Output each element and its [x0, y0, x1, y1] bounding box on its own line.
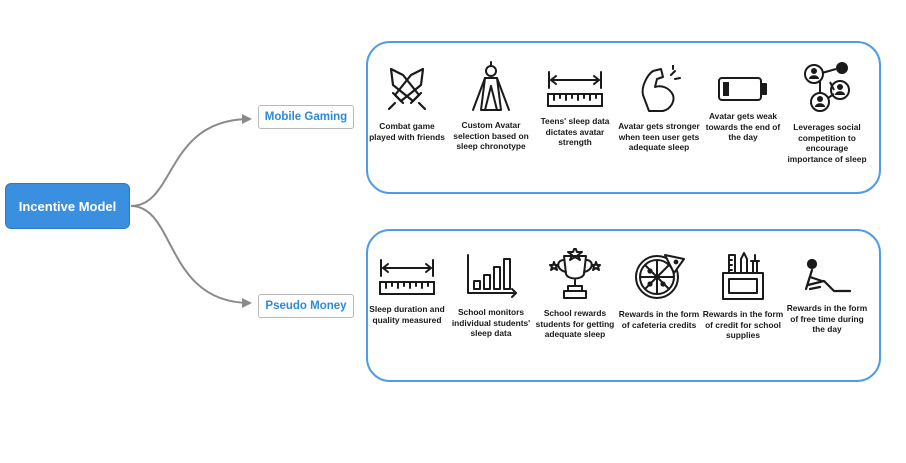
- item-caption: Sleep duration and quality measured: [369, 304, 445, 325]
- item-sleep-data: Teens' sleep data dictates avatar streng…: [534, 70, 616, 148]
- item-caption: Avatar gets stronger when teen user gets…: [618, 121, 700, 153]
- trophy-icon: [549, 248, 601, 299]
- item-caption: Teens' sleep data dictates avatar streng…: [540, 116, 610, 148]
- item-custom-avatar: Custom Avatar selection based on sleep c…: [450, 60, 532, 152]
- item-avatar-stronger: Avatar gets stronger when teen user gets…: [618, 65, 700, 153]
- item-caption: Custom Avatar selection based on sleep c…: [453, 120, 529, 152]
- panel-mobile-gaming: Combat game played with friends Custom A…: [366, 41, 881, 194]
- item-caption: Rewards in the form of cafeteria credits: [618, 309, 700, 330]
- reclining-person-icon: [804, 259, 852, 293]
- item-caption: Avatar gets weak towards the end of the …: [705, 111, 781, 143]
- item-caption: Rewards in the form of credit for school…: [702, 309, 784, 341]
- item-avatar-weak: Avatar gets weak towards the end of the …: [702, 75, 784, 143]
- connector-mobile-gaming: [130, 114, 252, 207]
- crossed-swords-icon: [387, 67, 427, 111]
- item-caption: School rewards students for getting adeq…: [535, 308, 615, 340]
- item-sleep-measured: Sleep duration and quality measured: [366, 258, 448, 325]
- item-combat-game: Combat game played with friends: [366, 65, 448, 142]
- item-caption: Combat game played with friends: [369, 121, 445, 142]
- pizza-icon: [635, 254, 685, 299]
- ruler-measure-icon: [547, 71, 603, 107]
- item-caption: Leverages social competition to encourag…: [787, 122, 867, 164]
- item-cafeteria-credits: Rewards in the form of cafeteria credits: [618, 251, 700, 330]
- low-battery-icon: [718, 77, 767, 101]
- item-social-competition: Leverages social competition to encourag…: [786, 60, 868, 164]
- avatar-figure-icon: [472, 61, 510, 111]
- item-school-supplies: Rewards in the form of credit for school…: [702, 251, 784, 341]
- branch-label-mobile-gaming: Mobile Gaming: [258, 105, 354, 129]
- social-network-icon: [804, 62, 850, 112]
- item-school-rewards: School rewards students for getting adeq…: [534, 248, 616, 340]
- connector-pseudo-money: [130, 205, 252, 308]
- flexed-arm-icon: [641, 65, 681, 112]
- ruler-measure-icon: [379, 259, 435, 295]
- item-free-time: Rewards in the form of free time during …: [786, 259, 868, 335]
- item-caption: Rewards in the form of free time during …: [786, 303, 868, 335]
- root-node-incentive-model: Incentive Model: [5, 183, 130, 229]
- bar-chart-icon: [467, 254, 517, 298]
- item-caption: School monitors individual students' sle…: [451, 307, 531, 339]
- panel-pseudo-money: Sleep duration and quality measured Scho…: [366, 229, 881, 382]
- school-supplies-icon: [722, 252, 764, 300]
- branch-label-pseudo-money: Pseudo Money: [258, 294, 354, 318]
- item-school-monitors: School monitors individual students' sle…: [450, 253, 532, 339]
